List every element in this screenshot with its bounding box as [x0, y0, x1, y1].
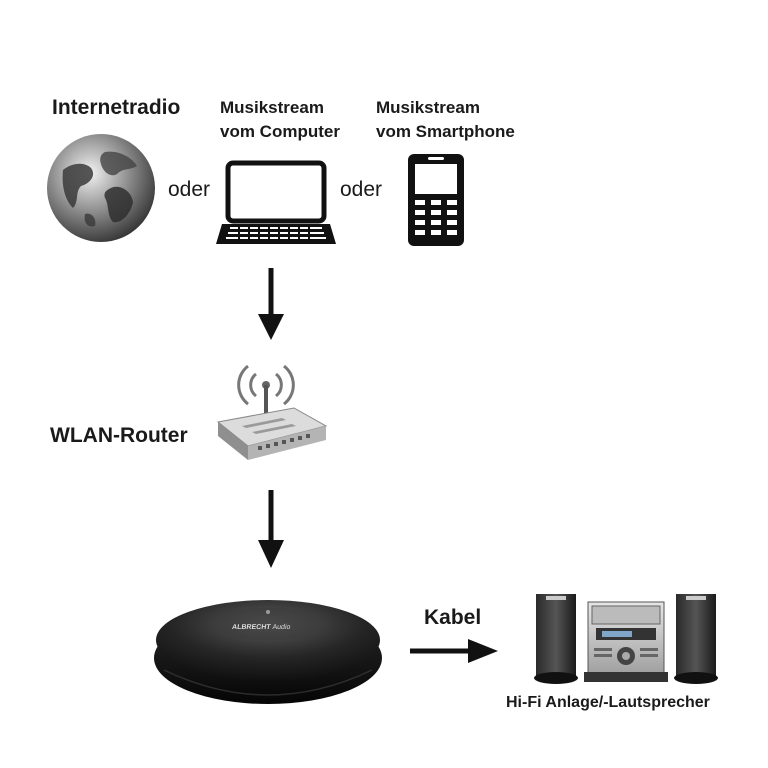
router-label: WLAN-Router	[50, 424, 188, 447]
receiver-device-icon	[154, 600, 382, 704]
smartphone-label: Musikstream vom Smartphone	[376, 96, 515, 144]
or-label-1: oder	[168, 178, 211, 201]
brand-name: ALBRECHT	[231, 624, 271, 631]
arrow-down-icon-2	[258, 490, 284, 568]
brand-sub: Audio	[271, 624, 291, 631]
brand-logo-text: ALBRECHT Audio	[232, 624, 291, 631]
hifi-label: Hi-Fi Anlage/-Lautsprecher	[506, 694, 710, 711]
cable-label: Kabel	[424, 606, 482, 629]
laptop-icon	[216, 160, 336, 244]
computer-label: Musikstream vom Computer	[220, 96, 340, 144]
or-label-2: oder	[340, 178, 383, 201]
smartphone-icon	[408, 154, 464, 246]
computer-label-line2: vom Computer	[220, 122, 340, 141]
computer-label-line1: Musikstream	[220, 98, 324, 117]
internetradio-label: Internetradio	[52, 96, 181, 119]
smartphone-label-line1: Musikstream	[376, 98, 480, 117]
arrow-right-icon	[410, 639, 498, 663]
router-icon	[216, 364, 328, 460]
hifi-system-icon	[534, 594, 718, 684]
arrow-down-icon-1	[258, 268, 284, 340]
smartphone-label-line2: vom Smartphone	[376, 122, 515, 141]
globe-icon	[47, 134, 155, 242]
